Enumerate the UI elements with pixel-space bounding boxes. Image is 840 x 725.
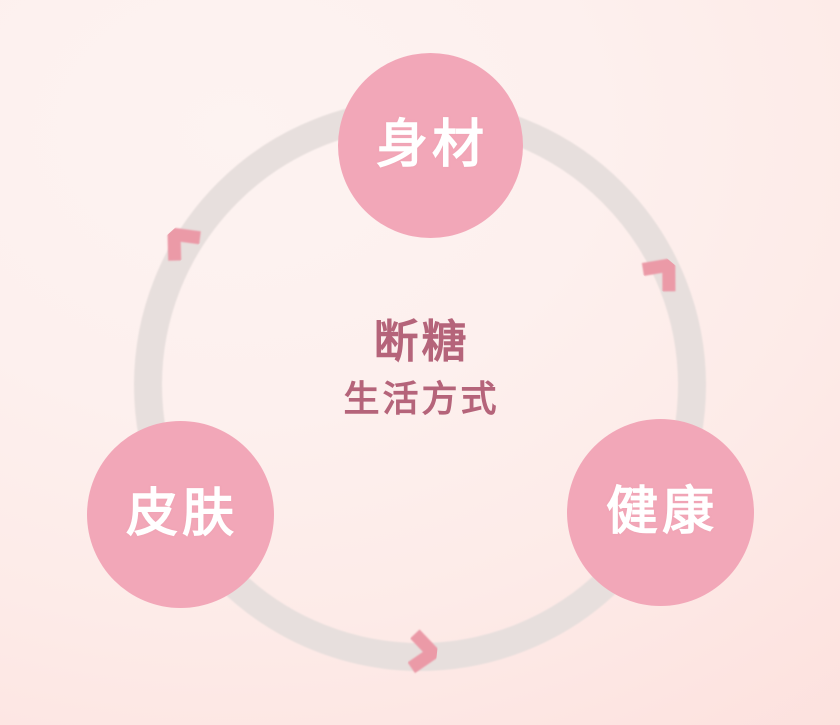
center-secondary-text: 生活方式 bbox=[343, 379, 500, 421]
arrow-chevron-bottom bbox=[407, 629, 443, 674]
node-label-pifu: 皮肤 bbox=[125, 484, 238, 544]
node-circle-pifu[interactable]: 皮肤 bbox=[86, 420, 274, 608]
center-caption: 断糖 生活方式 bbox=[230, 318, 610, 419]
node-label-shenkai: 身材 bbox=[375, 115, 488, 175]
node-circle-jiankang[interactable]: 健康 bbox=[566, 418, 754, 606]
arrow-chevron-right bbox=[641, 257, 676, 292]
center-primary-text: 断糖 bbox=[373, 315, 470, 368]
node-circle-shenkai[interactable]: 身材 bbox=[337, 52, 523, 238]
node-label-jiankang: 健康 bbox=[605, 482, 718, 542]
arrow-chevron-left bbox=[167, 226, 201, 261]
